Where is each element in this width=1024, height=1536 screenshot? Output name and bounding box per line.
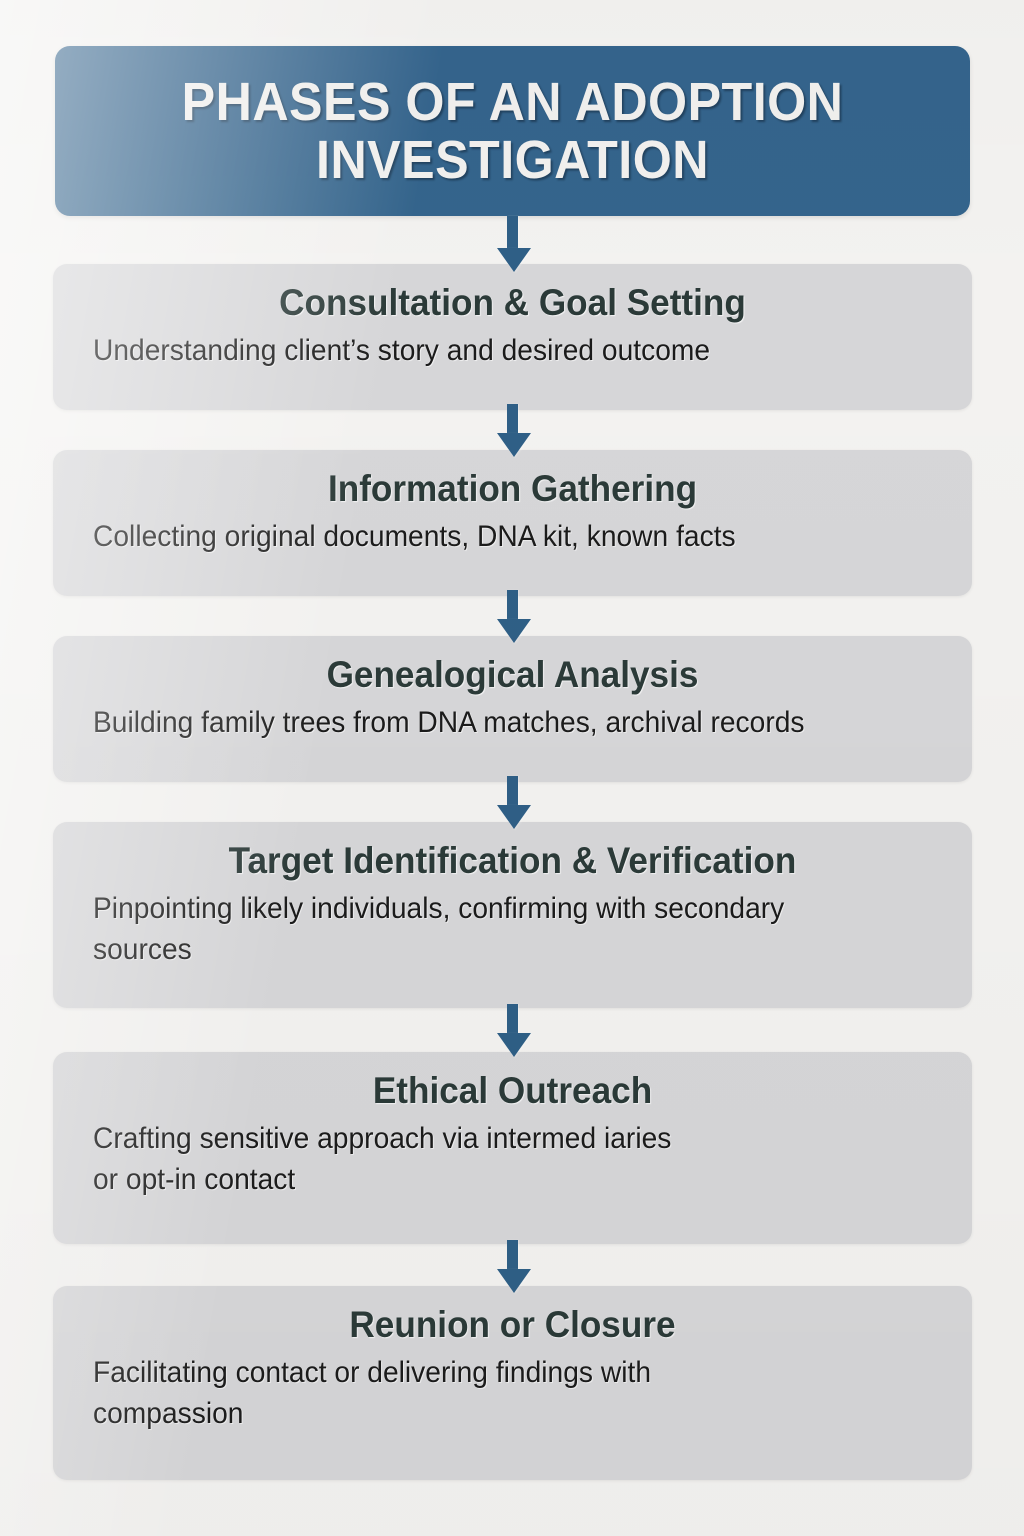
flow-arrow-2 bbox=[497, 404, 531, 457]
step-heading-5: Ethical Outreach bbox=[372, 1070, 653, 1111]
step-description-5: Crafting sensitive approach via intermed… bbox=[93, 1122, 672, 1197]
step-heading-2: Information Gathering bbox=[327, 468, 698, 509]
step-heading-4: Target Identification & Verification bbox=[228, 840, 797, 881]
flow-arrow-3 bbox=[497, 590, 531, 643]
arrow-shaft bbox=[506, 404, 518, 433]
step-heading-3: Genealogical Analysis bbox=[326, 654, 699, 695]
arrow-shaft bbox=[506, 216, 518, 248]
step-heading-6: Reunion or Closure bbox=[349, 1304, 676, 1345]
flow-arrow-6 bbox=[497, 1240, 531, 1293]
step-box-1: Consultation & Goal Setting Understandin… bbox=[53, 264, 972, 410]
arrow-head-icon bbox=[497, 805, 531, 829]
step-description-3: Building family trees from DNA matches, … bbox=[93, 706, 805, 739]
arrow-shaft bbox=[506, 1004, 518, 1033]
step-box-3: Genealogical Analysis Building family tr… bbox=[53, 636, 972, 782]
arrow-head-icon bbox=[497, 619, 531, 643]
flowchart-title-banner: PHASES OF AN ADOPTION INVESTIGATION bbox=[55, 46, 970, 216]
arrow-shaft bbox=[506, 590, 518, 619]
step-box-6: Reunion or Closure Facilitating contact … bbox=[53, 1286, 972, 1480]
flow-arrow-5 bbox=[497, 1004, 531, 1057]
step-description-4: Pinpointing likely individuals, confirmi… bbox=[93, 892, 785, 967]
arrow-head-icon bbox=[497, 1269, 531, 1293]
step-box-5: Ethical Outreach Crafting sensitive appr… bbox=[53, 1052, 972, 1244]
arrow-head-icon bbox=[497, 1033, 531, 1057]
flow-arrow-4 bbox=[497, 776, 531, 829]
step-heading-1: Consultation & Goal Setting bbox=[279, 282, 746, 323]
step-description-1: Understanding client’s story and desired… bbox=[93, 334, 711, 367]
flowchart-title: PHASES OF AN ADOPTION INVESTIGATION bbox=[181, 71, 844, 190]
arrow-shaft bbox=[506, 776, 518, 805]
arrow-head-icon bbox=[497, 248, 531, 272]
arrow-shaft bbox=[506, 1240, 518, 1269]
step-description-2: Collecting original documents, DNA kit, … bbox=[93, 520, 736, 553]
flow-arrow-1 bbox=[497, 216, 531, 272]
arrow-head-icon bbox=[497, 433, 531, 457]
step-description-6: Facilitating contact or delivering findi… bbox=[93, 1356, 652, 1431]
step-box-2: Information Gathering Collecting origina… bbox=[53, 450, 972, 596]
step-box-4: Target Identification & Verification Pin… bbox=[53, 822, 972, 1008]
